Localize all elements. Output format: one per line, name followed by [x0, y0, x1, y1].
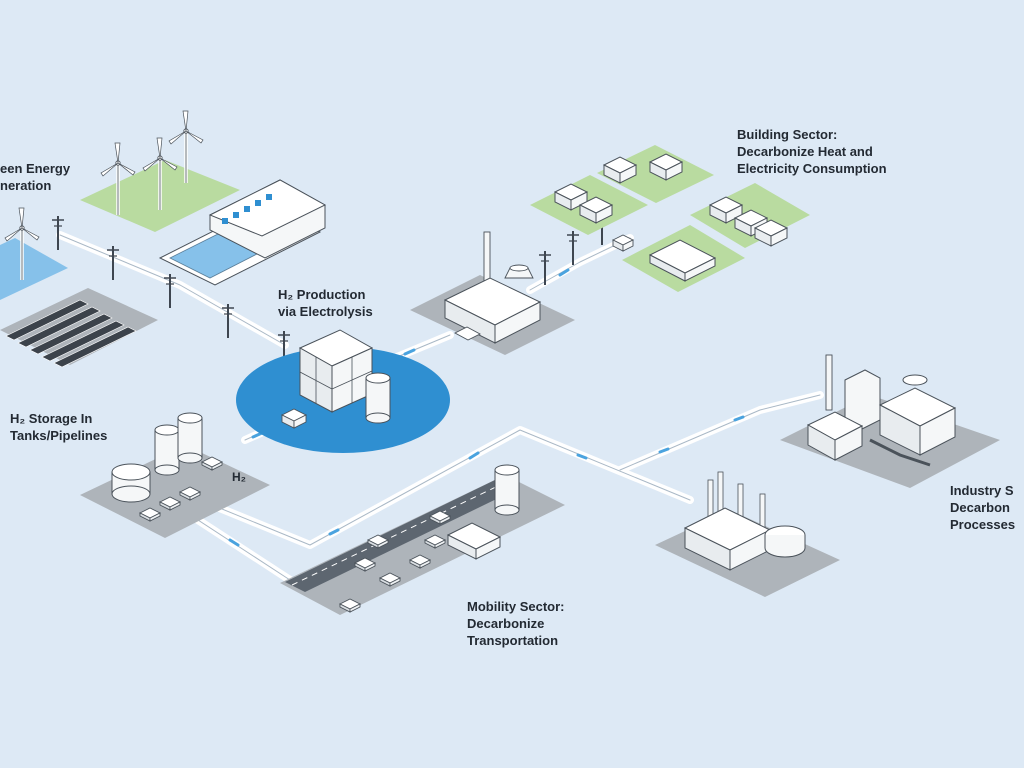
label-line: Building Sector: [737, 127, 838, 142]
label-line: Decarbonize [467, 616, 545, 631]
station-icon [446, 522, 502, 560]
label-line: een Energy [0, 161, 71, 176]
label-line: H₂ Production [278, 287, 366, 302]
h2-storage-area [80, 412, 270, 538]
label-line: Processes [950, 517, 1016, 532]
h2-storage-label: H₂ Storage In Tanks/Pipelines [10, 410, 107, 444]
label-line: Industry S [950, 483, 1014, 498]
label-line: via Electrolysis [278, 304, 373, 319]
h2-production-area [236, 329, 450, 453]
label-line: Decarbon [950, 500, 1010, 515]
mobility-sector-label: Mobility Sector: Decarbonize Transportat… [467, 598, 565, 649]
road [285, 480, 515, 592]
storage-tank-icon [365, 372, 391, 424]
factory-icon [806, 354, 957, 467]
green-energy-label: een Energy neration [0, 160, 70, 194]
building-sector-label: Building Sector: Decarbonize Heat and El… [737, 126, 887, 177]
building-sector-area [530, 145, 810, 292]
label-line: Mobility Sector: [467, 599, 565, 614]
factory-icon [683, 471, 806, 571]
label-line: Electricity Consumption [737, 161, 887, 176]
label-line: Transportation [467, 633, 559, 648]
hydro-dam-icon [158, 179, 327, 286]
label-line: Decarbonize Heat and [737, 144, 873, 159]
pipeline-network [56, 231, 824, 584]
power-plant-area [410, 210, 609, 355]
storage-tank-icon [494, 464, 520, 516]
electrolyzer-icon [298, 329, 374, 413]
label-line: H₂ Storage In [10, 411, 93, 426]
industry-sector-label: Industry S Decarbon Processes [950, 482, 1015, 533]
mobility-sector-area [280, 464, 565, 615]
label-line: neration [0, 178, 52, 193]
power-plant-icon [443, 231, 542, 344]
greenhouse-icon [648, 239, 717, 282]
storage-tank-icon [177, 412, 203, 464]
h2-flow-tag: H₂ [232, 470, 246, 484]
label-line: Tanks/Pipelines [10, 428, 108, 443]
solar-panel-icon [0, 288, 158, 368]
h2-production-label: H₂ Production via Electrolysis [278, 286, 373, 320]
green-energy-area [0, 109, 327, 368]
sphere-tank-icon [111, 463, 151, 503]
water-field [0, 238, 68, 300]
industry-sector-area [655, 354, 1000, 597]
storage-tank-icon [154, 424, 180, 476]
